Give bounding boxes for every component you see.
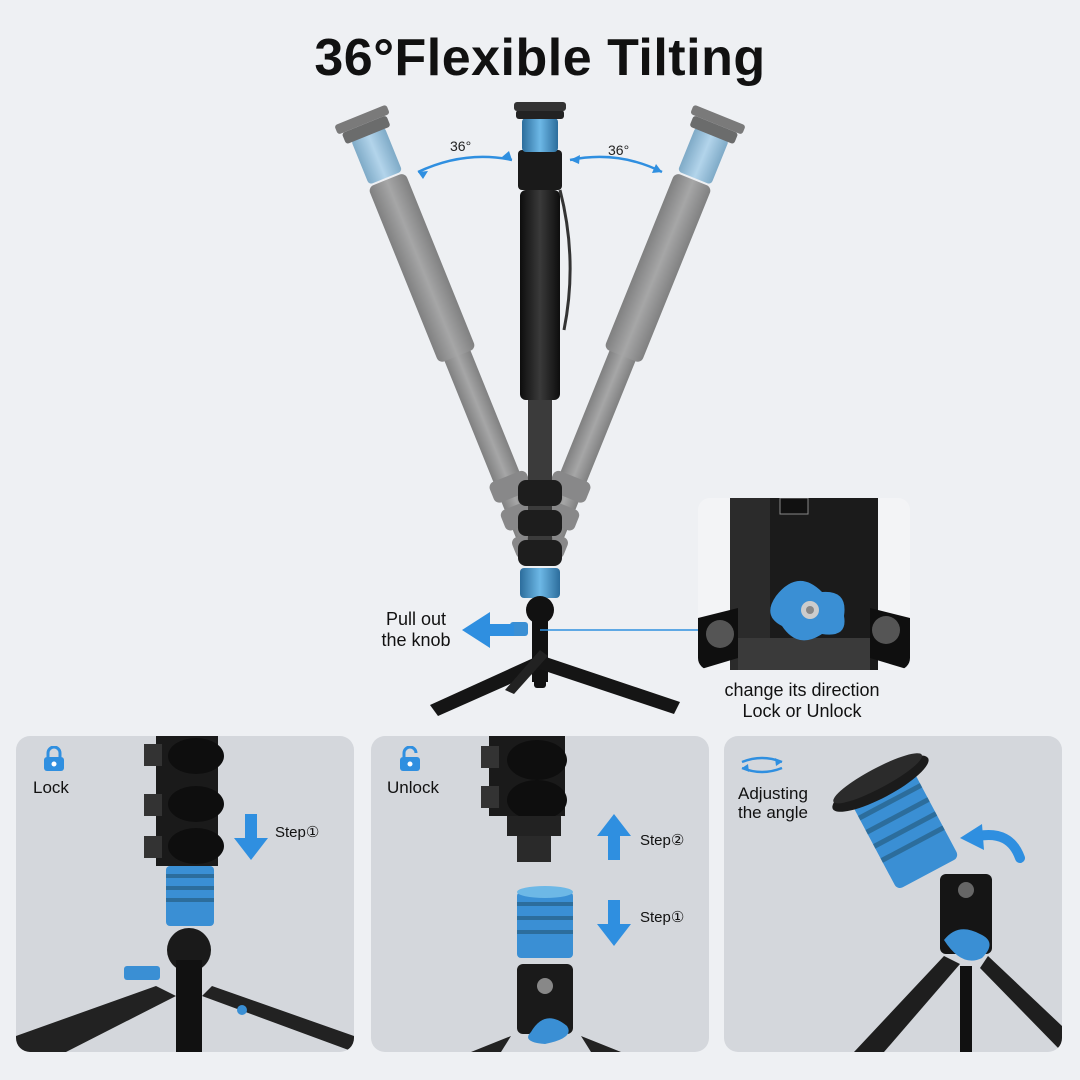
rotate-arrows-icon (741, 756, 783, 774)
angle-arc-left (417, 151, 513, 179)
lock-panel: Lock Step① (16, 736, 354, 1052)
angle-arc-right (569, 155, 663, 174)
adjust-angle-illustration (832, 753, 1062, 1052)
up-arrow-icon (597, 814, 631, 860)
down-arrow-icon (597, 900, 631, 946)
adjust-label-line2: the angle (738, 803, 808, 822)
ghost-monopod-right (526, 105, 745, 566)
unlock-step2-label: Step② (640, 832, 685, 849)
monopod-center (430, 102, 680, 716)
change-caption-line2: Lock or Unlock (742, 701, 862, 721)
angle-label-left: 36° (450, 138, 471, 154)
adjust-label-line1: Adjusting (738, 784, 808, 803)
page-title: 36°Flexible Tilting (314, 29, 766, 87)
unlock-panel-illustration (471, 736, 621, 1052)
unlock-panel: Unlock Step② Step① (371, 736, 709, 1052)
adjust-angle-panel: Adjusting the angle (724, 736, 1062, 1052)
pull-knob-caption: Pull out the knob (356, 609, 476, 651)
adjust-angle-label: Adjusting the angle (738, 784, 808, 822)
unlock-icon (400, 746, 420, 771)
lock-label: Lock (33, 778, 69, 797)
curved-arrow-icon (960, 824, 1025, 863)
angle-label-right: 36° (608, 142, 629, 158)
knob-closeup-inset (698, 498, 910, 670)
knob-closeup-image (698, 498, 910, 670)
unlock-step1-label: Step① (640, 909, 685, 926)
lock-step1-label: Step① (275, 824, 320, 841)
pull-arrow-icon (462, 612, 514, 648)
unlock-label: Unlock (387, 778, 439, 797)
monopod-hero-illustration: 36° 36° (335, 102, 745, 716)
change-direction-caption: change its direction Lock or Unlock (690, 680, 914, 722)
lock-icon (44, 746, 64, 771)
pull-caption-line2: the knob (381, 630, 451, 650)
lock-panel-illustration (16, 736, 354, 1052)
down-arrow-icon (234, 814, 268, 860)
change-caption-line1: change its direction (724, 680, 880, 700)
pull-caption-line1: Pull out (385, 609, 447, 629)
